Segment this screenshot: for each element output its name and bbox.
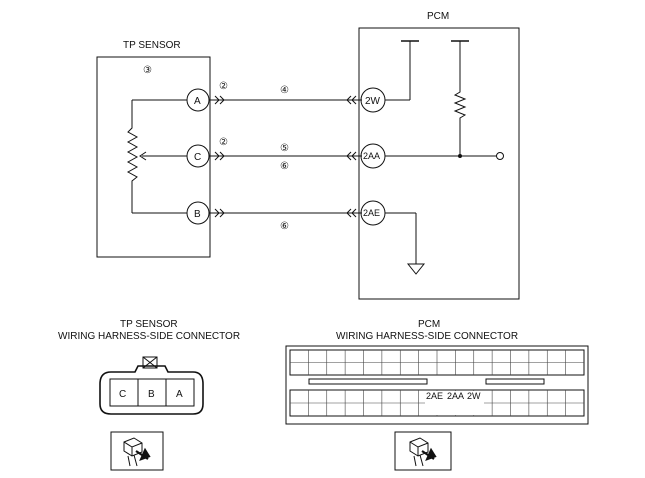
tp-sensor-title: TP SENSOR: [123, 40, 181, 51]
sensor-terminal-c: C: [186, 144, 210, 168]
potentiometer-symbol: [126, 99, 187, 214]
pcm-box: [358, 27, 520, 300]
pcm-connector-title-line2: WIRING HARNESS-SIDE CONNECTOR: [336, 331, 518, 342]
svg-text:2W: 2W: [365, 96, 381, 107]
tp-connector-face: C B A: [99, 356, 204, 415]
pcm-title: PCM: [427, 11, 449, 22]
wire-a: [209, 95, 362, 105]
terminal-c-note: ②: [219, 137, 228, 148]
svg-text:A: A: [194, 96, 201, 107]
pcm-connector-face: 2AE 2AA 2W: [285, 345, 589, 425]
tp-pin-a: A: [176, 389, 183, 400]
svg-text:B: B: [194, 209, 201, 220]
tp-pin-b: B: [148, 389, 155, 400]
tp-pin-c: C: [119, 389, 126, 400]
sensor-terminal-b: B: [186, 201, 210, 225]
tp-connector-title-line2: WIRING HARNESS-SIDE CONNECTOR: [58, 331, 240, 342]
pcm-power-supply: [385, 40, 469, 101]
sensor-terminal-a: A: [186, 88, 210, 112]
tp-connector-title-line1: TP SENSOR: [120, 319, 178, 330]
pcm-connector-view-icon: [394, 431, 452, 471]
ground-icon: [385, 212, 426, 275]
wire-a-number: ④: [280, 85, 289, 96]
pcm-terminal-2ae: 2AE: [360, 200, 386, 226]
wire-c-number-bottom: ⑥: [280, 161, 289, 172]
pcm-pin-2aa: 2AA: [447, 391, 464, 401]
svg-text:2AE: 2AE: [363, 208, 380, 218]
pcm-pullup-resistor: [453, 88, 467, 156]
pcm-terminal-2aa: 2AA: [360, 143, 386, 169]
pcm-connector-title-line1: PCM: [418, 319, 440, 330]
svg-text:C: C: [194, 152, 201, 163]
svg-text:2AA: 2AA: [363, 151, 380, 161]
pcm-terminal-2w: 2W: [360, 87, 386, 113]
wire-c: [209, 151, 362, 161]
wire-b: [209, 208, 362, 218]
wire-c-number-top: ⑤: [280, 143, 289, 154]
tp-sensor-box: [96, 56, 211, 258]
tp-connector-view-icon: [110, 431, 164, 471]
pcm-pin-2w: 2W: [467, 391, 481, 401]
pcm-pin-2ae: 2AE: [426, 391, 443, 401]
terminal-a-note: ②: [219, 81, 228, 92]
wire-b-number: ⑥: [280, 221, 289, 232]
pcm-signal-node: [385, 152, 504, 160]
tp-sensor-number: ③: [143, 65, 152, 76]
